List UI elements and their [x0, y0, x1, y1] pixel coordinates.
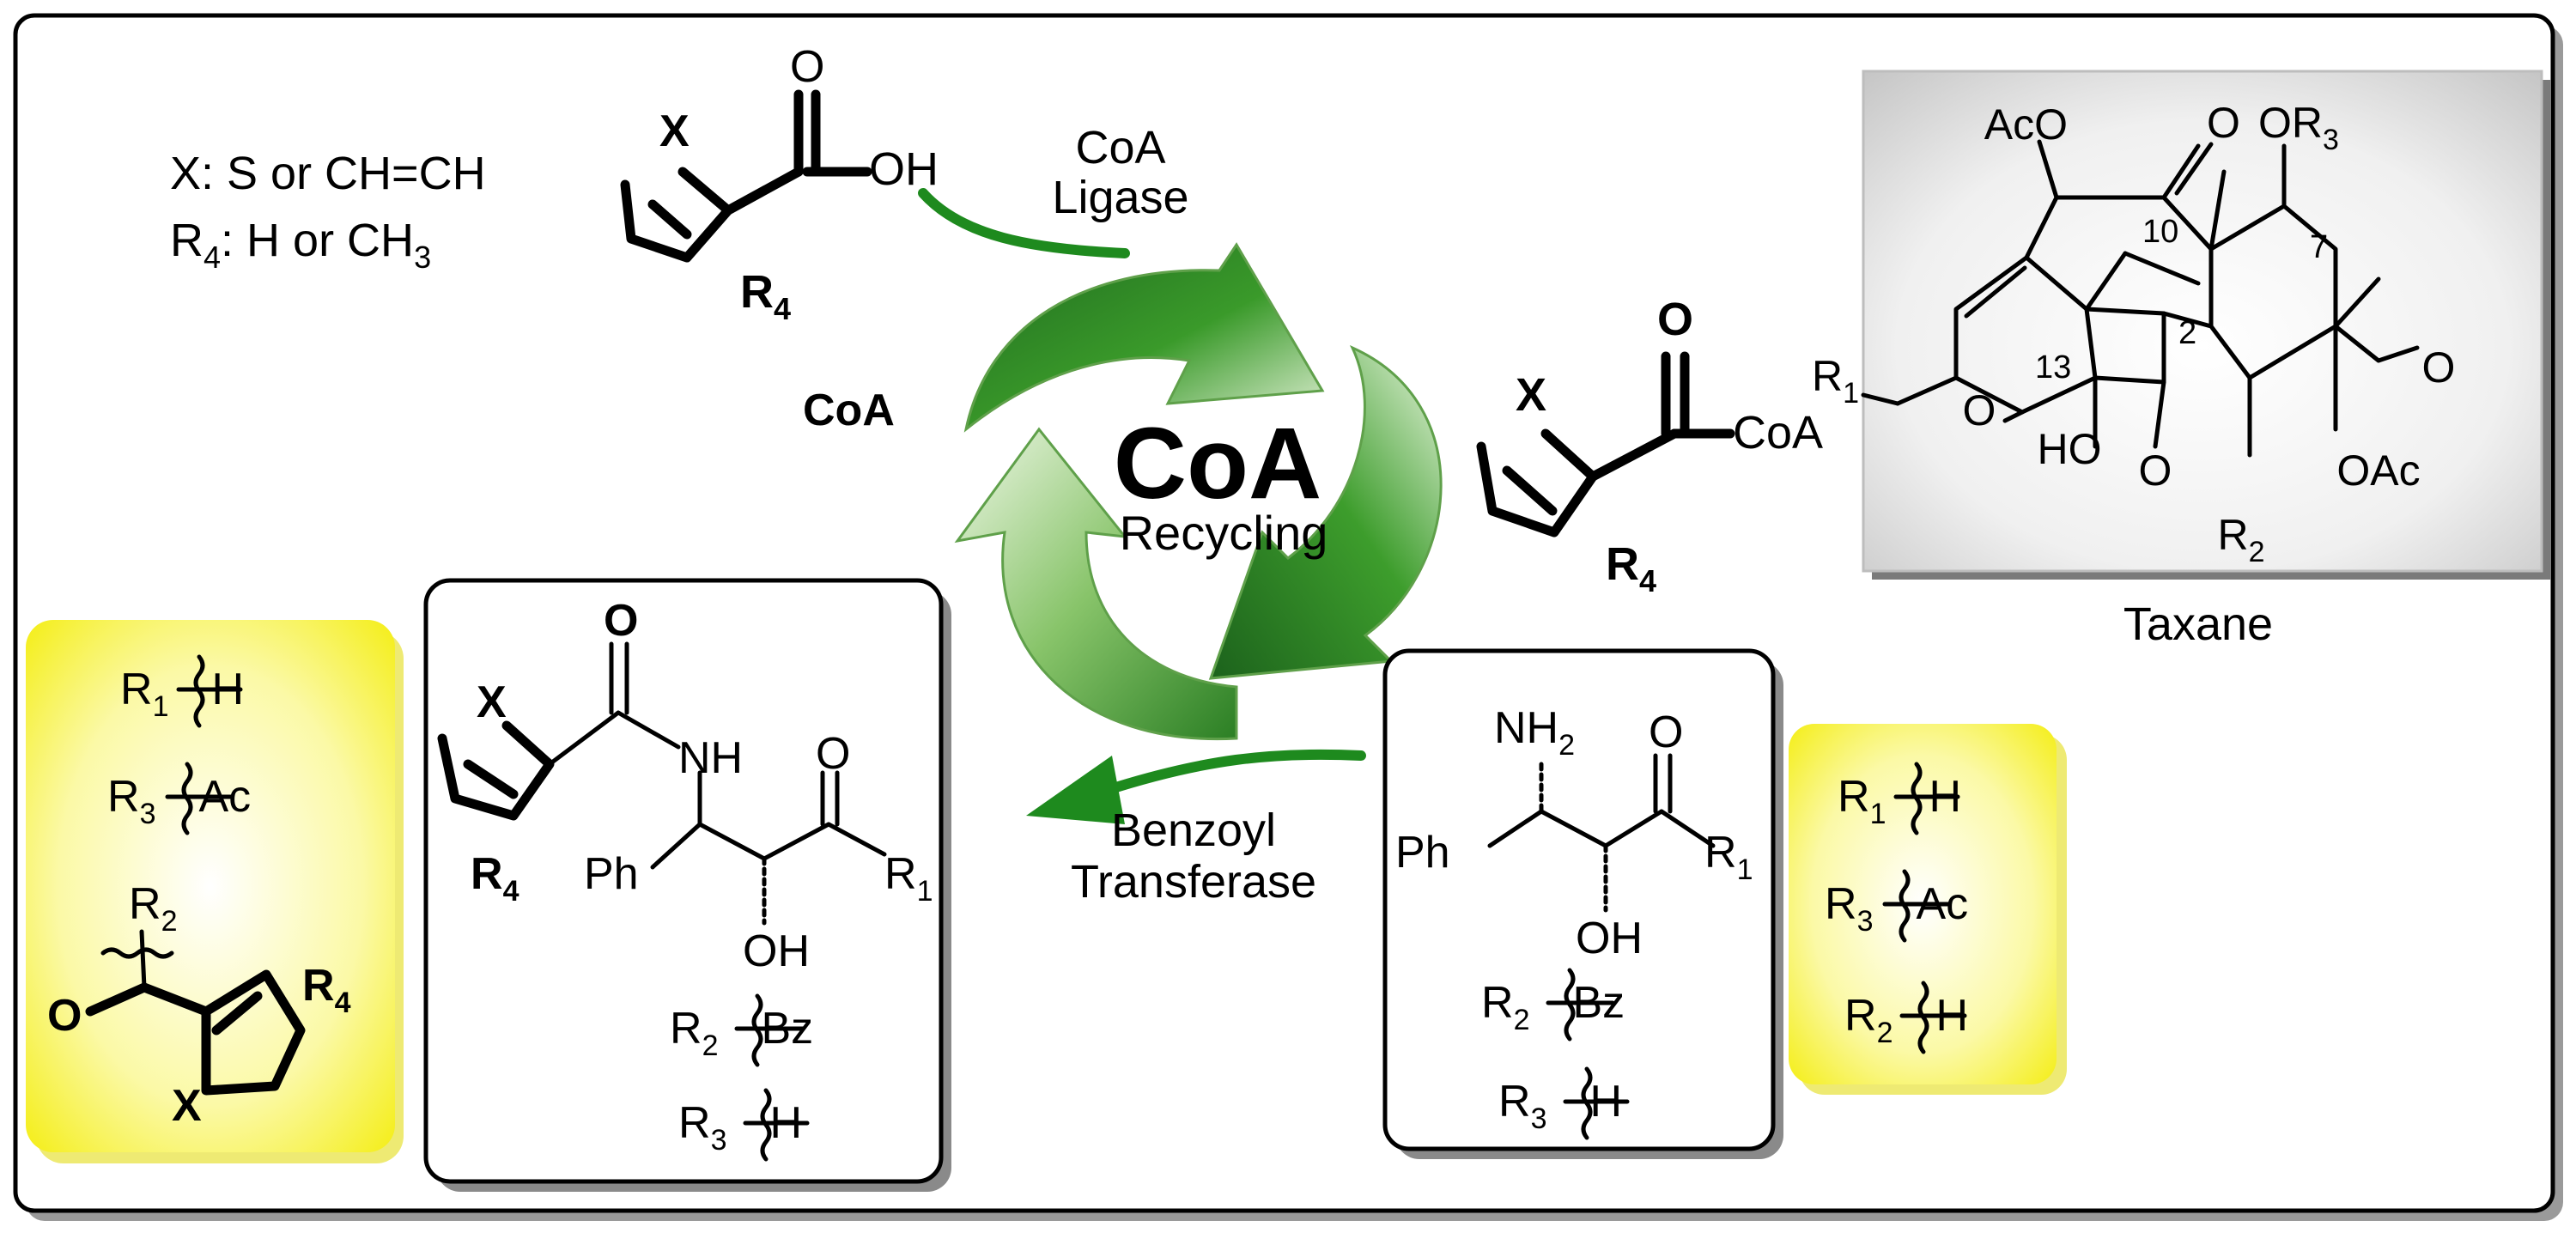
- svg-text:R4: R4: [740, 266, 791, 326]
- thioester-carbonyl-o: O: [1657, 294, 1693, 345]
- substrate-box: [1382, 648, 1776, 1151]
- left-yellow-box: [26, 620, 395, 1152]
- taxane-oxetane-o: O: [2422, 343, 2456, 392]
- legend-x-definition: X: S or CH=CH: [170, 148, 486, 199]
- acid-heteroatom-x: X: [659, 106, 690, 156]
- thioester-r4: R4: [1606, 538, 1656, 598]
- product-oh: OH: [743, 926, 810, 976]
- heteroaryl-acyl-coa: X O CoA R4: [1476, 294, 1823, 598]
- taxane-label: Taxane: [2123, 598, 2273, 650]
- product-nh: NH: [678, 733, 743, 783]
- transferase-reaction-arrow: [1103, 749, 1366, 795]
- acid-carbonyl-o: O: [790, 42, 824, 92]
- product-box: [423, 578, 944, 1184]
- transferase-label-line1: Benzoyl: [1111, 805, 1276, 856]
- taxane-box: [1862, 70, 2543, 573]
- substrate-r1: R1: [1704, 828, 1753, 886]
- ligase-label-line1: CoA: [1075, 122, 1165, 173]
- left-r2: R2: [129, 879, 177, 938]
- product-heteroatom-x: X: [477, 677, 507, 727]
- substrate-ph: Ph: [1395, 828, 1450, 878]
- ligase-reaction-arrow: [918, 188, 1130, 258]
- left-r2-wavy-bond: [100, 947, 174, 959]
- acid-oh: OH: [869, 143, 939, 195]
- left-heteroatom-x: X: [172, 1081, 202, 1131]
- product-ketone-o: O: [816, 729, 850, 779]
- coa-recycling-cycle: CoA Recycling: [954, 242, 1443, 741]
- product-amide-o: O: [604, 596, 638, 646]
- product-r4: R4: [471, 849, 519, 908]
- ligase-label-line2: Ligase: [1052, 172, 1188, 223]
- heteroaryl-carboxylic-acid: X O OH R4: [620, 42, 939, 326]
- taxane-o13: O: [1963, 386, 1996, 434]
- recycle-arrow-right: [1208, 344, 1443, 680]
- cycle-title: CoA: [1114, 407, 1322, 520]
- product-ph: Ph: [584, 849, 639, 899]
- coa-cofactor-label: CoA: [803, 386, 895, 435]
- substrate-ketone-o: O: [1649, 708, 1683, 757]
- taxane-r2: R2: [2217, 511, 2264, 568]
- left-r4: R4: [302, 961, 351, 1019]
- recycle-arrow-top: [963, 242, 1325, 433]
- taxane-oac: OAc: [2336, 446, 2420, 495]
- recycle-arrow-left: [954, 427, 1238, 741]
- taxane-core-panel: AcO O OR3 R1 O HO O OAc O R2 10 7 13 2: [1812, 70, 2550, 580]
- substrate-nh2: NH2: [1494, 703, 1575, 762]
- taxane-position-2: 2: [2178, 315, 2196, 351]
- product-r1: R1: [884, 849, 933, 908]
- taxane-r1: R1: [1812, 352, 1859, 410]
- legend: X: S or CH=CH R4: H or CH3: [170, 148, 486, 275]
- taxane-position-13: 13: [2035, 349, 2071, 386]
- thioester-coa: CoA: [1733, 407, 1823, 459]
- taxane-o2: O: [2139, 446, 2172, 495]
- legend-r4-definition: R4: H or CH3: [170, 215, 431, 275]
- thioester-heteroatom-x: X: [1516, 369, 1546, 421]
- left-carbonyl-o: O: [47, 991, 82, 1041]
- taxane-aco: AcO: [1984, 100, 2068, 149]
- substrate-oh: OH: [1576, 914, 1643, 963]
- taxane-or3: OR3: [2258, 99, 2339, 156]
- acid-inner-double-bond: [647, 199, 692, 240]
- cycle-subtitle: Recycling: [1120, 506, 1328, 560]
- taxane-position-10: 10: [2142, 214, 2178, 250]
- taxane-ketone-o: O: [2207, 99, 2240, 147]
- transferase-arrowhead: [1026, 756, 1125, 824]
- taxane-position-7: 7: [2310, 229, 2328, 265]
- taxane-ho: HO: [2038, 425, 2102, 473]
- transferase-label-line2: Transferase: [1071, 856, 1316, 908]
